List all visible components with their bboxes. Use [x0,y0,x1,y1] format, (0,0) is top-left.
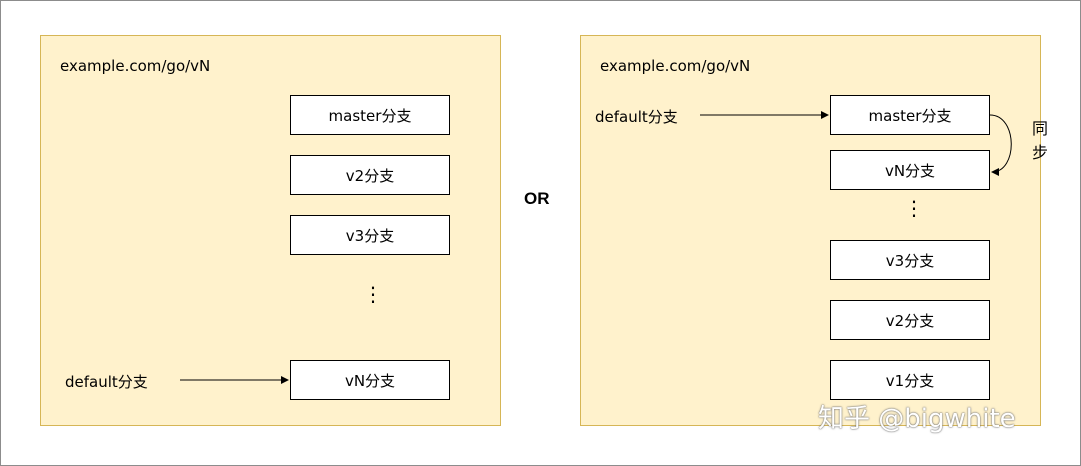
sync-arrow [989,114,1012,176]
watermark: 知乎 @bigwhite [818,404,1016,434]
sync-label: 同步 [1031,119,1048,162]
right-branch-master: master分支 [830,95,990,135]
left-branch-v3: v3分支 [290,215,450,255]
right-branch-v1: v1分支 [830,360,990,400]
right-default-label: default分支 [595,108,678,126]
left-branch-vn: vN分支 [290,360,450,400]
right-branch-v3: v3分支 [830,240,990,280]
or-separator: OR [524,189,550,208]
left-default-label: default分支 [65,373,148,391]
left-branch-v2: v2分支 [290,155,450,195]
left-branch-master: master分支 [290,95,450,135]
right-branch-v2: v2分支 [830,300,990,340]
right-branch-vn: vN分支 [830,150,990,190]
right-url-label: example.com/go/vN [600,57,751,75]
right-ellipsis: ⋮ [904,196,924,220]
left-ellipsis: ⋮ [363,282,383,306]
left-url-label: example.com/go/vN [60,57,211,75]
